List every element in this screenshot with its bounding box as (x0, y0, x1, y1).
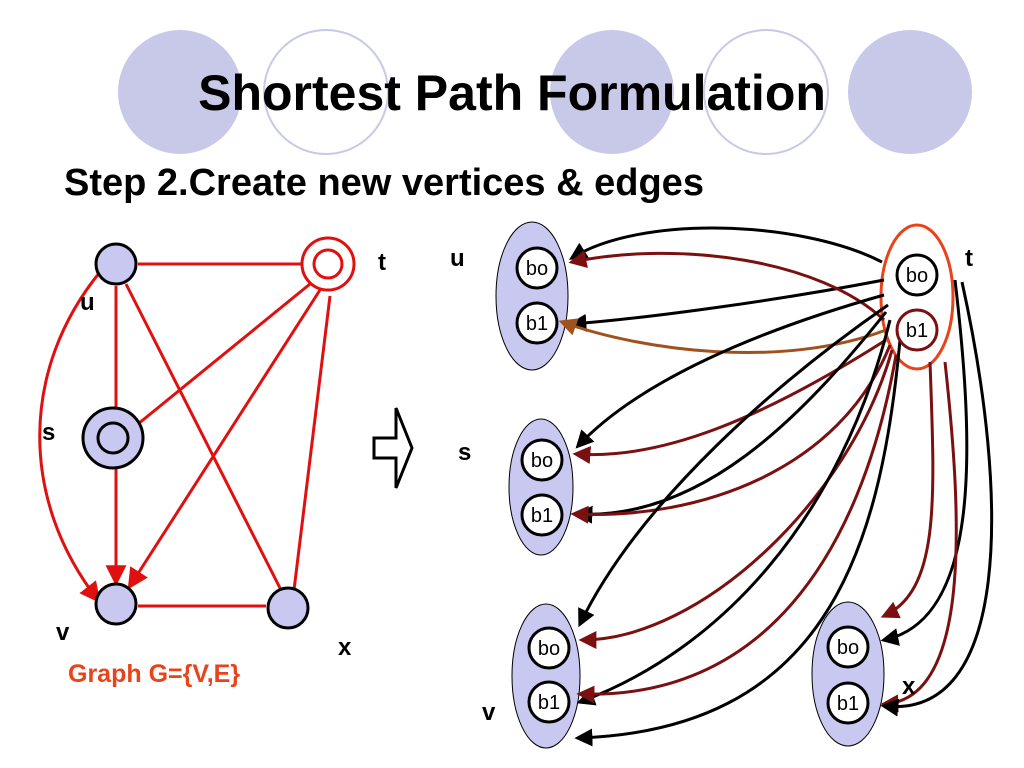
u-b1-node (515, 301, 559, 345)
group-u (495, 221, 569, 371)
deco-circle-1 (118, 30, 242, 154)
label-u: u (80, 289, 95, 316)
slide-title: Shortest Path Formulation (198, 65, 826, 121)
edge-t-u-bo-darkred (568, 250, 886, 322)
u-b1-label: b1 (526, 313, 548, 335)
edge-t-v (127, 289, 322, 590)
s-b0-node (520, 438, 564, 482)
label-v: v (56, 619, 70, 646)
s-b1-node (520, 493, 564, 537)
edge-t-x-b1-black (880, 281, 994, 717)
edge-u-x (124, 283, 284, 593)
x-b0-label: bo (837, 637, 859, 659)
v-b0-label: bo (538, 638, 560, 660)
x-b0-node (826, 625, 870, 669)
x-b1-node (826, 681, 870, 725)
edge-t-v-bo-black (578, 303, 889, 628)
v-b0-node (527, 626, 571, 670)
label-s: s (42, 419, 55, 446)
deco-circle-3 (550, 30, 674, 154)
edge-t-v-bo-darkred (578, 349, 894, 649)
edge-t-v-b1-black (576, 319, 892, 706)
edge-t-u-bo-black (568, 226, 883, 264)
arrow-icon (372, 407, 414, 489)
edge-t-v-b1-black-2 (574, 339, 902, 747)
edge-t-s-b1-black (574, 311, 888, 524)
t-b0-label: bo (906, 265, 928, 287)
edge-t-x-bo-darkred (880, 361, 935, 619)
right-label-x: x (902, 673, 916, 700)
t-b1-label: b1 (906, 320, 928, 342)
v-b1-node (527, 680, 571, 724)
label-x: x (338, 634, 352, 661)
node-u (94, 242, 138, 286)
node-t-inner (312, 248, 344, 280)
graph-caption: Graph G={V,E} (68, 660, 240, 688)
edge-u-v-curve (38, 271, 102, 604)
node-v (94, 582, 138, 626)
edge-t-x-b1-darkred (880, 361, 958, 713)
edge-t-u-b1-black (568, 278, 885, 332)
right-label-s: s (458, 439, 471, 466)
node-s-inner (96, 421, 130, 455)
u-b0-label: bo (526, 258, 548, 280)
u-b0-node (515, 246, 559, 290)
edge-t-s-bo-black (575, 293, 885, 449)
right-label-t: t (965, 245, 973, 272)
t-b1-node (895, 308, 939, 352)
s-b0-label: bo (531, 450, 553, 472)
edge-t-s-b1-darkred (570, 344, 892, 524)
node-x (266, 586, 310, 630)
edge-t-u-b1-brown (558, 318, 887, 354)
x-b1-label: b1 (837, 693, 859, 715)
edge-t-v-b1-darkred (576, 354, 898, 704)
edge-t-s-bo-darkred (572, 338, 887, 464)
right-label-u: u (450, 245, 465, 272)
t-b0-node (895, 253, 939, 297)
deco-circle-5 (848, 30, 972, 154)
right-label-v: v (482, 699, 496, 726)
deco-circle-2 (263, 29, 389, 155)
deco-circle-4 (703, 29, 829, 155)
s-b1-label: b1 (531, 505, 553, 527)
edge-t-s (137, 282, 311, 426)
group-v (511, 603, 581, 749)
label-t: t (378, 249, 386, 276)
slide-subtitle: Step 2.Create new vertices & edges (64, 162, 704, 204)
v-b1-label: b1 (538, 692, 560, 714)
edge-t-x (292, 295, 332, 591)
edge-t-x-bo-black (880, 279, 969, 646)
